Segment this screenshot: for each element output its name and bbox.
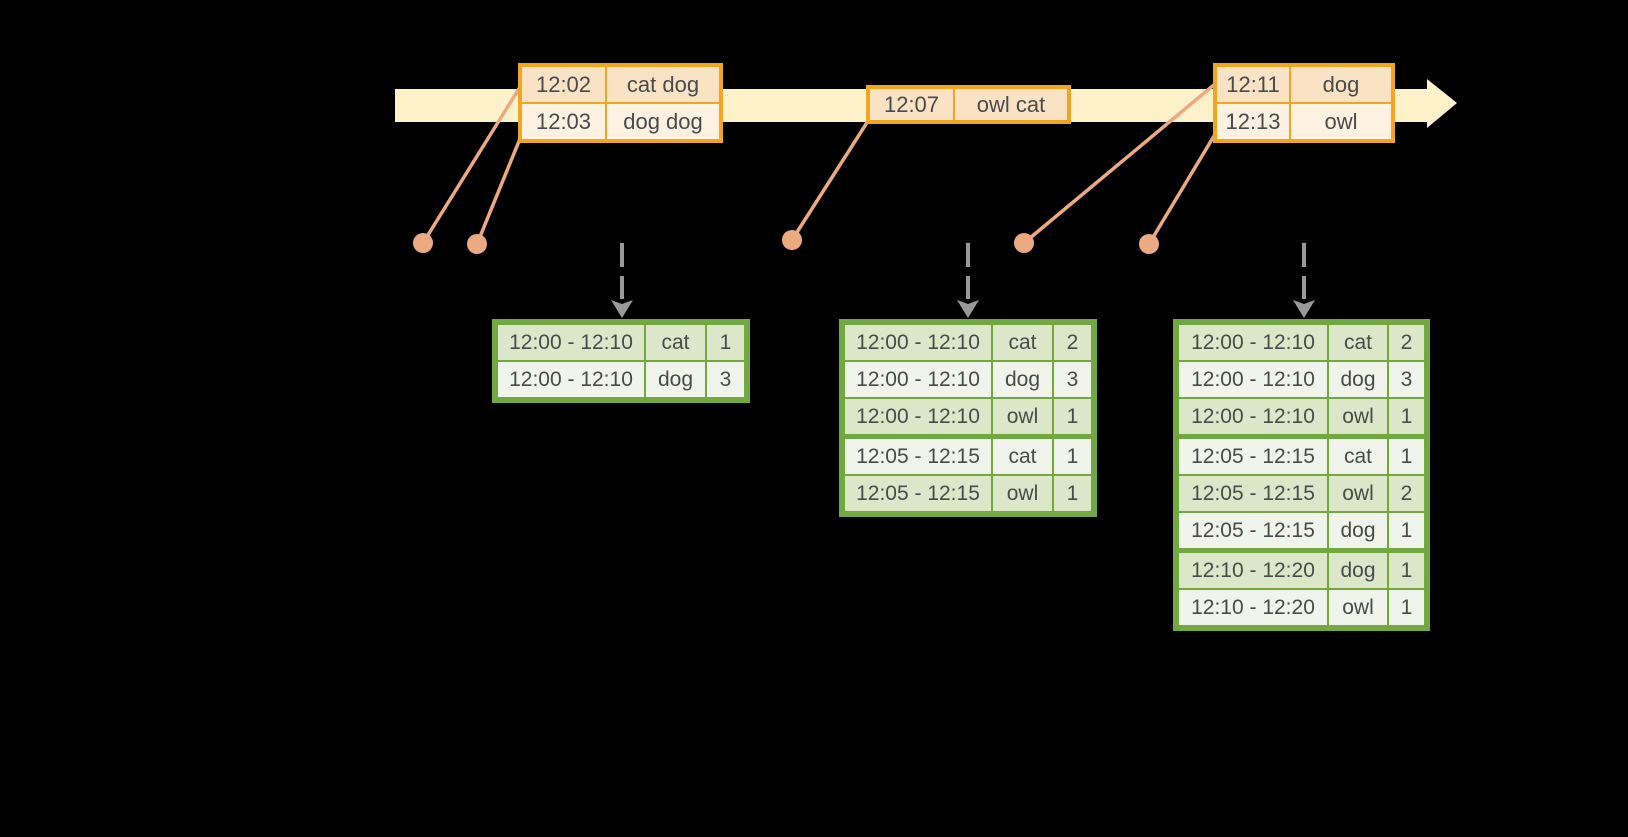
count-cell: 1 bbox=[1387, 549, 1428, 590]
trigger-arrow-head bbox=[1293, 300, 1315, 318]
window-cell: 12:10 - 12:20 bbox=[1175, 588, 1329, 629]
count-cell: 3 bbox=[1387, 360, 1428, 399]
result-table-2: 12:00 - 12:10 cat 2 12:00 - 12:10 dog 3 … bbox=[839, 319, 1097, 517]
connector-line bbox=[1147, 129, 1219, 246]
event-dot-icon bbox=[782, 230, 802, 250]
count-cell: 1 bbox=[1387, 435, 1428, 476]
trigger-arrow-icon bbox=[1293, 243, 1315, 318]
result-row: 12:00 - 12:10 dog 3 bbox=[841, 360, 1095, 399]
word-cell: owl bbox=[991, 474, 1054, 515]
window-cell: 12:00 - 12:10 bbox=[1175, 360, 1329, 399]
word-cell: owl bbox=[991, 397, 1054, 439]
event-table-2: 12:07 owl cat bbox=[866, 85, 1071, 124]
event-dot-icon bbox=[1139, 234, 1159, 254]
event-row: 12:03 dog dog bbox=[519, 102, 722, 142]
word-cell: owl bbox=[1327, 588, 1389, 629]
window-cell: 12:00 - 12:10 bbox=[841, 397, 993, 439]
result-row: 12:10 - 12:20 dog 1 bbox=[1175, 549, 1428, 590]
result-row: 12:05 - 12:15 dog 1 bbox=[1175, 511, 1428, 553]
result-table-1: 12:00 - 12:10 cat 1 12:00 - 12:10 dog 3 bbox=[492, 319, 750, 403]
window-cell: 12:05 - 12:15 bbox=[841, 474, 993, 515]
timeline-arrowhead-icon bbox=[1427, 79, 1457, 128]
count-cell: 2 bbox=[1387, 474, 1428, 513]
count-cell: 1 bbox=[1387, 511, 1428, 553]
word-cell: dog bbox=[991, 360, 1054, 399]
event-table-1: 12:02 cat dog 12:03 dog dog bbox=[518, 63, 723, 143]
window-cell: 12:00 - 12:10 bbox=[494, 360, 646, 401]
count-cell: 1 bbox=[1052, 435, 1095, 476]
count-cell: 1 bbox=[1052, 397, 1095, 439]
trigger-arrow-head bbox=[957, 300, 979, 318]
event-dot-icon bbox=[413, 233, 433, 253]
word-cell: cat bbox=[991, 435, 1054, 476]
count-cell: 1 bbox=[705, 321, 748, 362]
window-cell: 12:00 - 12:10 bbox=[841, 321, 993, 362]
result-row: 12:05 - 12:15 owl 2 bbox=[1175, 474, 1428, 513]
event-words-cell: dog dog bbox=[605, 102, 722, 142]
event-table-3: 12:11 dog 12:13 owl bbox=[1213, 63, 1395, 143]
event-words-cell: owl cat bbox=[953, 86, 1070, 123]
result-row: 12:00 - 12:10 owl 1 bbox=[841, 397, 1095, 439]
word-cell: dog bbox=[1327, 549, 1389, 590]
window-cell: 12:00 - 12:10 bbox=[1175, 321, 1329, 362]
count-cell: 3 bbox=[1052, 360, 1095, 399]
word-cell: dog bbox=[1327, 511, 1389, 553]
event-dot-icon bbox=[467, 234, 487, 254]
result-row: 12:00 - 12:10 cat 2 bbox=[841, 321, 1095, 362]
event-words-cell: cat dog bbox=[605, 64, 722, 104]
event-time-cell: 12:02 bbox=[519, 64, 607, 104]
connector-line bbox=[421, 85, 522, 245]
result-row: 12:05 - 12:15 owl 1 bbox=[841, 474, 1095, 515]
result-row: 12:00 - 12:10 cat 1 bbox=[494, 321, 748, 362]
trigger-arrow-icon bbox=[957, 243, 979, 318]
connector-line bbox=[790, 119, 870, 242]
word-cell: owl bbox=[1327, 397, 1389, 439]
event-words-cell: dog bbox=[1289, 64, 1394, 104]
count-cell: 1 bbox=[1387, 588, 1428, 629]
window-cell: 12:10 - 12:20 bbox=[1175, 549, 1329, 590]
result-row: 12:10 - 12:20 owl 1 bbox=[1175, 588, 1428, 629]
word-cell: cat bbox=[644, 321, 707, 362]
window-cell: 12:05 - 12:15 bbox=[841, 435, 993, 476]
event-dot-icon bbox=[1014, 233, 1034, 253]
window-cell: 12:05 - 12:15 bbox=[1175, 474, 1329, 513]
result-row: 12:00 - 12:10 cat 2 bbox=[1175, 321, 1428, 362]
window-cell: 12:00 - 12:10 bbox=[1175, 397, 1329, 439]
word-cell: owl bbox=[1327, 474, 1389, 513]
window-cell: 12:05 - 12:15 bbox=[1175, 435, 1329, 476]
event-row: 12:07 owl cat bbox=[867, 86, 1070, 123]
connector-line bbox=[475, 127, 526, 246]
trigger-arrow-head bbox=[611, 300, 633, 318]
event-time-cell: 12:11 bbox=[1214, 64, 1291, 104]
result-row: 12:05 - 12:15 cat 1 bbox=[841, 435, 1095, 476]
count-cell: 1 bbox=[1387, 397, 1428, 439]
window-cell: 12:00 - 12:10 bbox=[494, 321, 646, 362]
count-cell: 2 bbox=[1052, 321, 1095, 362]
count-cell: 3 bbox=[705, 360, 748, 401]
trigger-arrow-icon bbox=[611, 243, 633, 318]
window-cell: 12:05 - 12:15 bbox=[1175, 511, 1329, 553]
event-time-cell: 12:07 bbox=[867, 86, 955, 123]
count-cell: 2 bbox=[1387, 321, 1428, 362]
result-row: 12:05 - 12:15 cat 1 bbox=[1175, 435, 1428, 476]
word-cell: dog bbox=[644, 360, 707, 401]
result-row: 12:00 - 12:10 owl 1 bbox=[1175, 397, 1428, 439]
count-cell: 1 bbox=[1052, 474, 1095, 515]
connector-line bbox=[1022, 82, 1217, 245]
word-cell: cat bbox=[991, 321, 1054, 362]
event-row: 12:13 owl bbox=[1214, 102, 1394, 142]
event-row: 12:02 cat dog bbox=[519, 64, 722, 104]
event-time-cell: 12:13 bbox=[1214, 102, 1291, 142]
event-words-cell: owl bbox=[1289, 102, 1394, 142]
event-time-cell: 12:03 bbox=[519, 102, 607, 142]
window-cell: 12:00 - 12:10 bbox=[841, 360, 993, 399]
word-cell: cat bbox=[1327, 321, 1389, 362]
result-table-3: 12:00 - 12:10 cat 2 12:00 - 12:10 dog 3 … bbox=[1173, 319, 1430, 631]
word-cell: dog bbox=[1327, 360, 1389, 399]
event-row: 12:11 dog bbox=[1214, 64, 1394, 104]
result-row: 12:00 - 12:10 dog 3 bbox=[1175, 360, 1428, 399]
result-row: 12:00 - 12:10 dog 3 bbox=[494, 360, 748, 401]
word-cell: cat bbox=[1327, 435, 1389, 476]
